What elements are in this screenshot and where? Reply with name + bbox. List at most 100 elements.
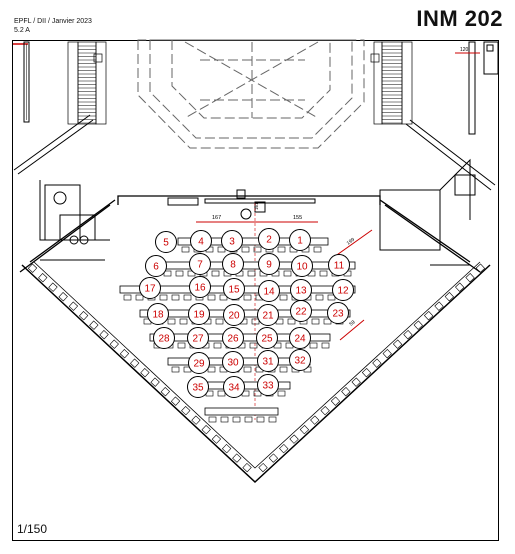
seat-number: 3	[229, 237, 235, 248]
seat-circle	[258, 253, 280, 275]
seat-number: 7	[197, 260, 203, 271]
seat-number: 4	[198, 237, 204, 248]
seat-circle	[223, 376, 245, 398]
seat-marker-14: 14	[258, 280, 280, 302]
seat-marker-25: 25	[256, 327, 278, 349]
seat-marker-35: 35	[187, 376, 209, 398]
seat-number: 1	[297, 236, 303, 247]
seat-marker-11: 11	[328, 254, 350, 276]
seat-marker-27: 27	[187, 327, 209, 349]
seat-number: 28	[158, 334, 170, 345]
seat-circle	[187, 327, 209, 349]
seat-number: 29	[193, 359, 205, 370]
seat-circle	[328, 254, 350, 276]
dim-120: 120	[460, 47, 469, 53]
seat-number: 31	[262, 357, 274, 368]
seat-marker-22: 22	[290, 300, 312, 322]
seat-marker-12: 12	[332, 279, 354, 301]
seat-marker-16: 16	[189, 276, 211, 298]
dim-155: 155	[293, 215, 302, 221]
seat-marker-4: 4	[190, 230, 212, 252]
seat-number: 20	[228, 311, 240, 322]
dim-59: 59	[348, 319, 356, 327]
seat-circle	[139, 277, 161, 299]
seat-number: 21	[262, 311, 274, 322]
seat-number: 9	[266, 260, 272, 271]
plan-source-date: EPFL / DII / Janvier 2023	[14, 18, 92, 25]
seat-number: 24	[294, 334, 306, 345]
seat-marker-17: 17	[139, 277, 161, 299]
seat-marker-18: 18	[147, 303, 169, 325]
seat-marker-21: 21	[257, 304, 279, 326]
seat-marker-31: 31	[257, 350, 279, 372]
seat-marker-28: 28	[153, 327, 175, 349]
seat-marker-24: 24	[289, 327, 311, 349]
seat-circle	[153, 327, 175, 349]
seat-circle	[188, 303, 210, 325]
seat-marker-29: 29	[188, 352, 210, 374]
seat-marker-1: 1	[289, 229, 311, 251]
seat-number: 16	[194, 283, 206, 294]
seat-number: 26	[227, 334, 239, 345]
seat-number: 5	[163, 238, 169, 249]
left-wall	[23, 41, 30, 123]
seat-circle	[257, 350, 279, 372]
seat-circle	[190, 230, 212, 252]
seat-marker-32: 32	[289, 349, 311, 371]
wall-hatching-left	[27, 263, 252, 473]
dim-167: 167	[212, 215, 221, 221]
right-staircase	[370, 41, 413, 125]
plan-scale: 1/150	[17, 522, 48, 536]
seat-circle	[222, 327, 244, 349]
seat-circle	[289, 349, 311, 371]
seat-marker-33: 33	[257, 374, 279, 396]
seat-marker-19: 19	[188, 303, 210, 325]
seat-circle	[289, 229, 311, 251]
seat-number: 32	[294, 356, 306, 367]
seat-number: 25	[261, 334, 273, 345]
seat-number: 27	[192, 334, 204, 345]
plan-version: 5.2 A	[14, 27, 30, 34]
room-outline	[19, 195, 491, 484]
seat-circle	[223, 278, 245, 300]
seat-circle	[257, 374, 279, 396]
dim-199: 199	[346, 237, 356, 247]
seat-circle	[145, 255, 167, 277]
seat-marker-9: 9	[258, 253, 280, 275]
dim-161: 161	[254, 202, 259, 210]
seat-marker-7: 7	[189, 253, 211, 275]
seat-marker-15: 15	[223, 278, 245, 300]
seat-number: 8	[230, 260, 236, 271]
wall-hatching-right	[258, 263, 486, 473]
seat-circle	[147, 303, 169, 325]
seat-marker-26: 26	[222, 327, 244, 349]
seat-marker-30: 30	[222, 351, 244, 373]
seat-circle	[327, 302, 349, 324]
skylight-outline	[137, 39, 365, 149]
seat-number: 12	[337, 286, 349, 297]
seat-number: 19	[193, 310, 205, 321]
seat-number: 35	[192, 383, 204, 394]
seat-number: 33	[262, 381, 274, 392]
front-board	[167, 189, 316, 220]
seat-circle	[188, 352, 210, 374]
seat-number: 17	[144, 284, 156, 295]
seat-marker-5: 5	[155, 231, 177, 253]
seat-circle	[256, 327, 278, 349]
seat-circle	[189, 276, 211, 298]
right-wall	[468, 41, 499, 135]
left-annex	[13, 114, 110, 261]
seat-number: 23	[332, 309, 344, 320]
plan-header: EPFL / DII / Janvier 2023 5.2 A	[14, 17, 92, 35]
seat-marker-6: 6	[145, 255, 167, 277]
seat-number: 10	[296, 262, 308, 273]
seat-circle	[222, 351, 244, 373]
seat-number: 22	[295, 307, 307, 318]
seat-circle	[223, 304, 245, 326]
seat-circle	[258, 280, 280, 302]
seat-marker-2: 2	[258, 228, 280, 250]
seat-number: 6	[153, 262, 159, 273]
seat-circle	[222, 253, 244, 275]
